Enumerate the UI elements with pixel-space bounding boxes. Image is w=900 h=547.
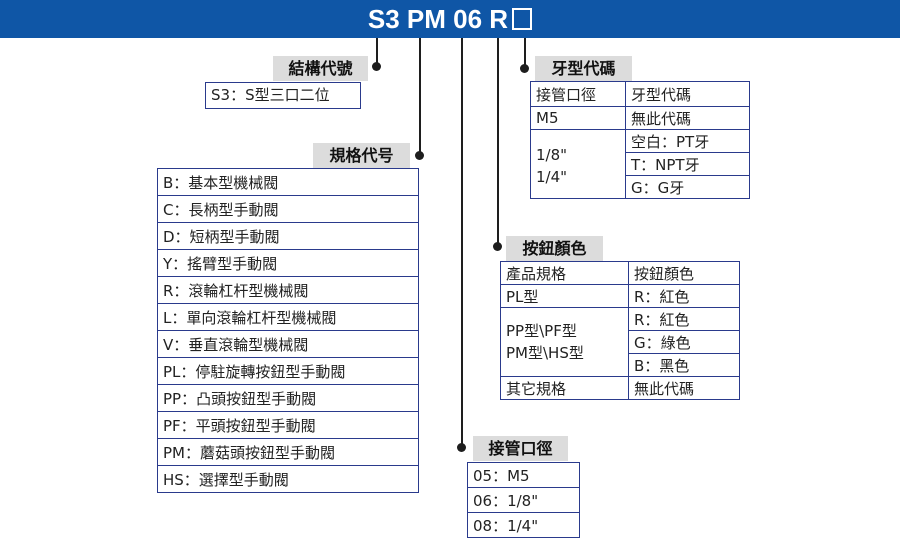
table-row: HS：選擇型手動閥 — [157, 465, 419, 493]
connector-button-v — [497, 38, 499, 246]
button-color-option: R：紅色 — [628, 307, 740, 331]
table-row: 其它規格 無此代碼 — [500, 376, 740, 400]
button-other-spec: 其它規格 — [500, 376, 629, 400]
model-code-text: S3 PM 06 R — [367, 4, 509, 34]
dot-button — [493, 242, 502, 251]
spec-item: B：基本型機械閥 — [157, 168, 419, 196]
port-item: 08：1/4" — [467, 512, 580, 538]
thread-m5-code: 無此代碼 — [625, 106, 750, 130]
table-row: G：G牙 — [531, 175, 750, 199]
table-row: PM：蘑菇頭按鈕型手動閥 — [157, 438, 419, 466]
spec-item: PP：凸頭按鈕型手動閥 — [157, 384, 419, 412]
spec-item: V：垂直滾輪型機械閥 — [157, 330, 419, 358]
header-bar: S3 PM 06 R — [0, 0, 900, 38]
port-title: 接管口徑 — [473, 436, 568, 461]
table-row: C：長柄型手動閥 — [157, 195, 419, 223]
table-row: B：黑色 — [501, 353, 740, 377]
button-pl-spec: PL型 — [500, 284, 629, 308]
table-row: Y：搖臂型手動閥 — [157, 249, 419, 277]
spec-item: HS：選擇型手動閥 — [157, 465, 419, 493]
thread-option: G：G牙 — [625, 175, 750, 199]
table-row: T：NPT牙 — [531, 152, 750, 176]
table-row: 05：M5 — [467, 462, 580, 488]
table-row: B：基本型機械閥 — [157, 168, 419, 196]
thread-title: 牙型代碼 — [535, 56, 632, 81]
connector-spec-v — [419, 38, 421, 154]
connector-thread-v — [524, 38, 526, 68]
button-color-option: B：黑色 — [628, 353, 740, 377]
spec-item: PF：平頭按鈕型手動閥 — [157, 411, 419, 439]
table-row: PF：平頭按鈕型手動閥 — [157, 411, 419, 439]
dot-spec — [415, 151, 424, 160]
button-spec-pm-hs: PM型\HS型 — [506, 344, 584, 362]
port-item: 06：1/8" — [467, 487, 580, 513]
spec-item: D：短柄型手動閥 — [157, 222, 419, 250]
thread-option: T：NPT牙 — [625, 152, 750, 176]
thread-size-1-8: 1/8" — [536, 146, 568, 164]
dot-thread — [520, 64, 529, 73]
table-row: PL型 R：紅色 — [500, 284, 740, 308]
spec-item: C：長柄型手動閥 — [157, 195, 419, 223]
table-row: PP：凸頭按鈕型手動閥 — [157, 384, 419, 412]
thread-table: 接管口徑 牙型代碼 M5 無此代碼 1/8" 1/4" 空白：PT牙 T：NPT… — [530, 81, 750, 199]
thread-header-size: 接管口徑 — [530, 81, 626, 107]
dot-port — [457, 443, 466, 452]
port-item: 05：M5 — [467, 462, 580, 488]
button-group-specs: PP型\PF型 PM型\HS型 — [500, 307, 629, 377]
button-header-spec: 產品規格 — [500, 261, 629, 285]
thread-size-1-4: 1/4" — [536, 168, 568, 186]
table-row: L：單向滾輪杠杆型機械閥 — [157, 303, 419, 331]
table-row: D：短柄型手動閥 — [157, 222, 419, 250]
model-code: S3 PM 06 R — [0, 3, 900, 35]
table-row: PL：停駐旋轉按鈕型手動閥 — [157, 357, 419, 385]
table-row: V：垂直滾輪型機械閥 — [157, 330, 419, 358]
table-row: R：滾輪杠杆型機械閥 — [157, 276, 419, 304]
spec-item: L：單向滾輪杠杆型機械閥 — [157, 303, 419, 331]
connector-port-v — [461, 38, 463, 446]
button-table: 產品規格 按鈕顏色 PL型 R：紅色 PP型\PF型 PM型\HS型 R：紅色 … — [500, 261, 740, 400]
spec-table: B：基本型機械閥 C：長柄型手動閥 D：短柄型手動閥 Y：搖臂型手動閥 R：滾輪… — [157, 168, 419, 493]
spec-item: PL：停駐旋轉按鈕型手動閥 — [157, 357, 419, 385]
table-row: 08：1/4" — [467, 512, 580, 538]
thread-m5-size: M5 — [530, 106, 626, 130]
button-color-option: G：綠色 — [628, 330, 740, 354]
table-row: PP型\PF型 PM型\HS型 R：紅色 — [500, 307, 740, 377]
spec-item: Y：搖臂型手動閥 — [157, 249, 419, 277]
table-row: M5 無此代碼 — [530, 106, 750, 130]
table-row: 產品規格 按鈕顏色 — [500, 261, 740, 285]
table-row: 接管口徑 牙型代碼 — [530, 81, 750, 107]
connector-structure-v — [376, 38, 378, 66]
spec-item: R：滾輪杠杆型機械閥 — [157, 276, 419, 304]
dot-structure — [372, 62, 381, 71]
thread-option: 空白：PT牙 — [625, 129, 750, 153]
button-title: 按鈕顏色 — [506, 236, 603, 261]
table-row: 06：1/8" — [467, 487, 580, 513]
thread-header-code: 牙型代碼 — [625, 81, 750, 107]
blank-box-icon — [512, 8, 533, 30]
spec-item: PM：蘑菇頭按鈕型手動閥 — [157, 438, 419, 466]
button-pl-color: R：紅色 — [628, 284, 740, 308]
button-header-color: 按鈕顏色 — [628, 261, 740, 285]
port-table: 05：M5 06：1/8" 08：1/4" — [467, 462, 580, 538]
button-other-color: 無此代碼 — [628, 376, 740, 400]
spec-title: 規格代号 — [313, 143, 410, 168]
table-row: 1/8" 1/4" 空白：PT牙 — [530, 129, 750, 199]
button-spec-pp-pf: PP型\PF型 — [506, 322, 577, 340]
structure-title: 結構代號 — [273, 56, 368, 81]
structure-value: S3：S型三口二位 — [205, 82, 361, 109]
thread-group-sizes: 1/8" 1/4" — [530, 129, 626, 199]
